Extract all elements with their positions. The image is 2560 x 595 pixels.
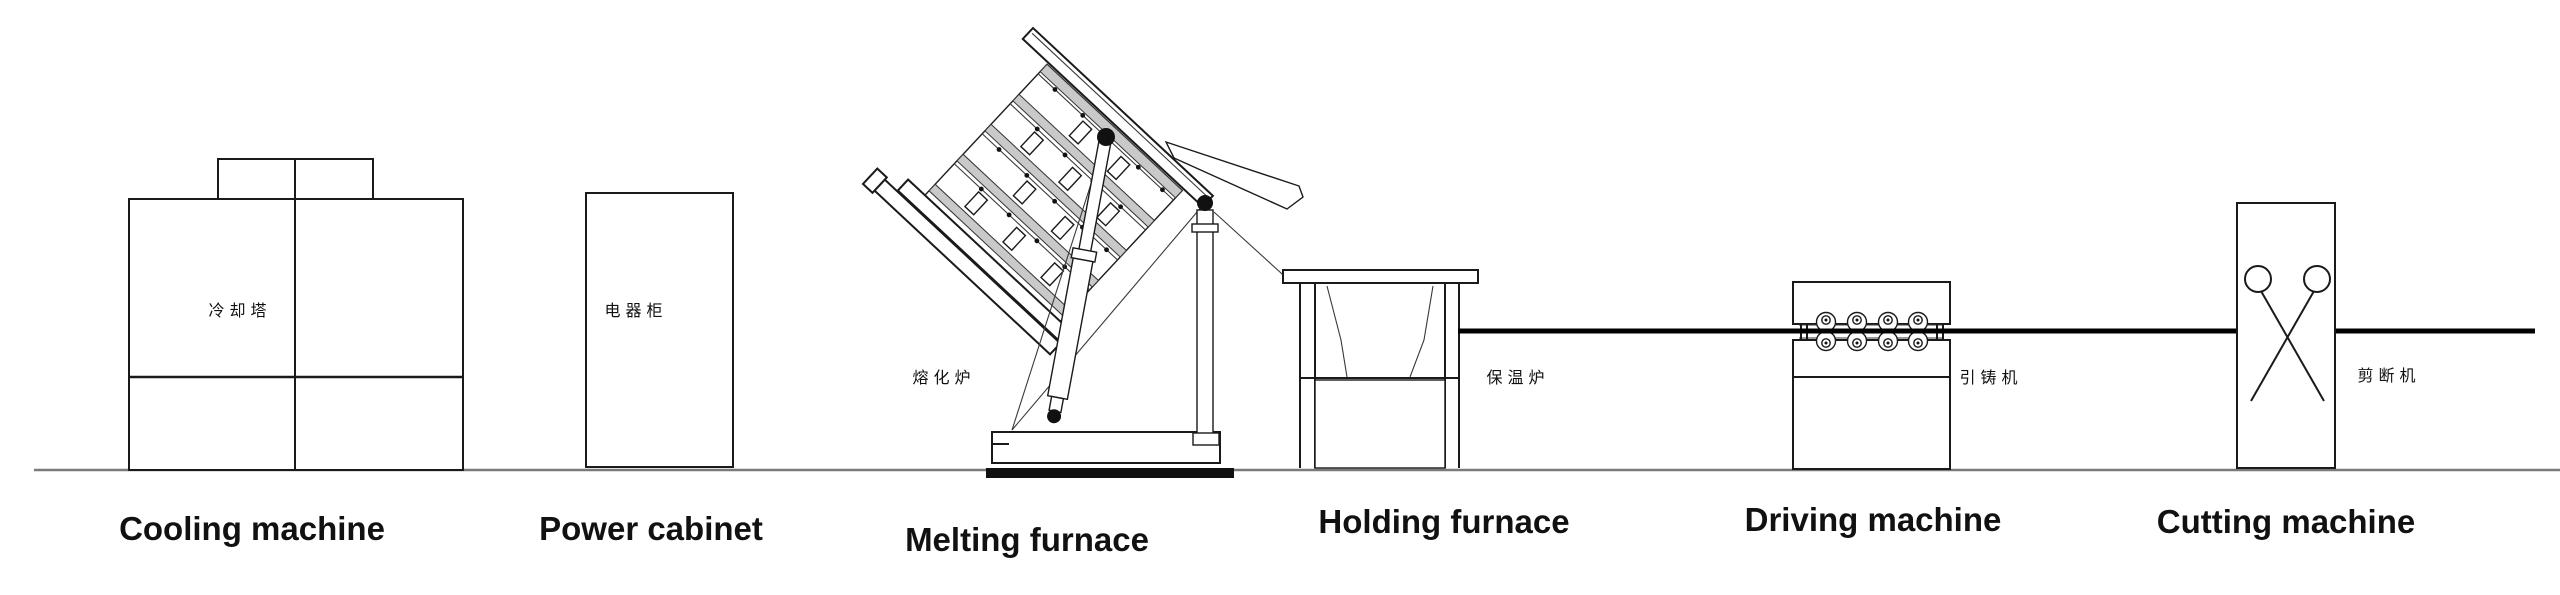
driving-machine-en-label: Driving machine	[1745, 501, 2002, 538]
ground-thick-segment	[986, 468, 1234, 478]
holding-furnace: 保温炉 Holding furnace	[1282, 269, 1570, 540]
support-column	[1196, 209, 1214, 435]
melting-furnace-zh-label: 熔化炉	[912, 369, 975, 387]
driving-lower-box	[1792, 339, 1951, 470]
cooling-machine: 冷却塔 Cooling machine	[119, 158, 464, 547]
cutting-machine-zh-label: 剪断机	[2357, 367, 2420, 385]
melting-furnace: 熔化炉 Melting furnace	[861, 26, 1304, 558]
scissor-blade-left	[2260, 290, 2325, 402]
holding-top-bar	[1282, 269, 1479, 284]
roller-hubs	[1821, 315, 1923, 348]
driving-machine: 引铸机 Driving machine	[1745, 281, 2022, 538]
cutting-machine-en-label: Cutting machine	[2157, 503, 2416, 540]
tie-rod-right	[1011, 204, 1204, 431]
holding-furnace-en-label: Holding furnace	[1318, 503, 1569, 540]
power-cabinet-zh-label: 电器柜	[604, 302, 667, 320]
melting-furnace-en-label: Melting furnace	[905, 521, 1149, 558]
cooling-machine-en-label: Cooling machine	[119, 510, 385, 547]
frame-tilt-pivot	[1197, 195, 1213, 211]
scissor-handle-left	[2244, 265, 2272, 293]
crucible-left-wall	[1326, 285, 1348, 378]
tie-rod-rear	[1213, 211, 1293, 284]
pouring-chute	[1164, 140, 1304, 210]
scissor-blade-right	[2250, 290, 2315, 402]
column-foot-block	[1192, 432, 1220, 446]
melting-furnace-tilted-frame	[861, 26, 1215, 356]
frame-beam-end-cap	[861, 167, 889, 195]
furnace-base-plate	[991, 431, 1221, 464]
crucible-right-wall	[1409, 285, 1434, 378]
holding-lower-box	[1314, 379, 1446, 469]
cylinder-top-pivot	[1097, 128, 1115, 146]
column-top-collar	[1191, 223, 1219, 233]
cooling-machine-zh-label: 冷却塔	[208, 302, 271, 320]
power-cabinet: 电器柜 Power cabinet	[539, 192, 763, 547]
power-cabinet-en-label: Power cabinet	[539, 510, 763, 547]
power-cabinet-body	[585, 192, 734, 468]
holding-furnace-zh-label: 保温炉	[1486, 369, 1549, 387]
scissor-handle-right	[2303, 265, 2331, 293]
driving-machine-zh-label: 引铸机	[1959, 369, 2022, 387]
cutting-machine: 剪断机 Cutting machine	[2157, 202, 2420, 540]
cylinder-foot-pin	[1047, 409, 1062, 424]
